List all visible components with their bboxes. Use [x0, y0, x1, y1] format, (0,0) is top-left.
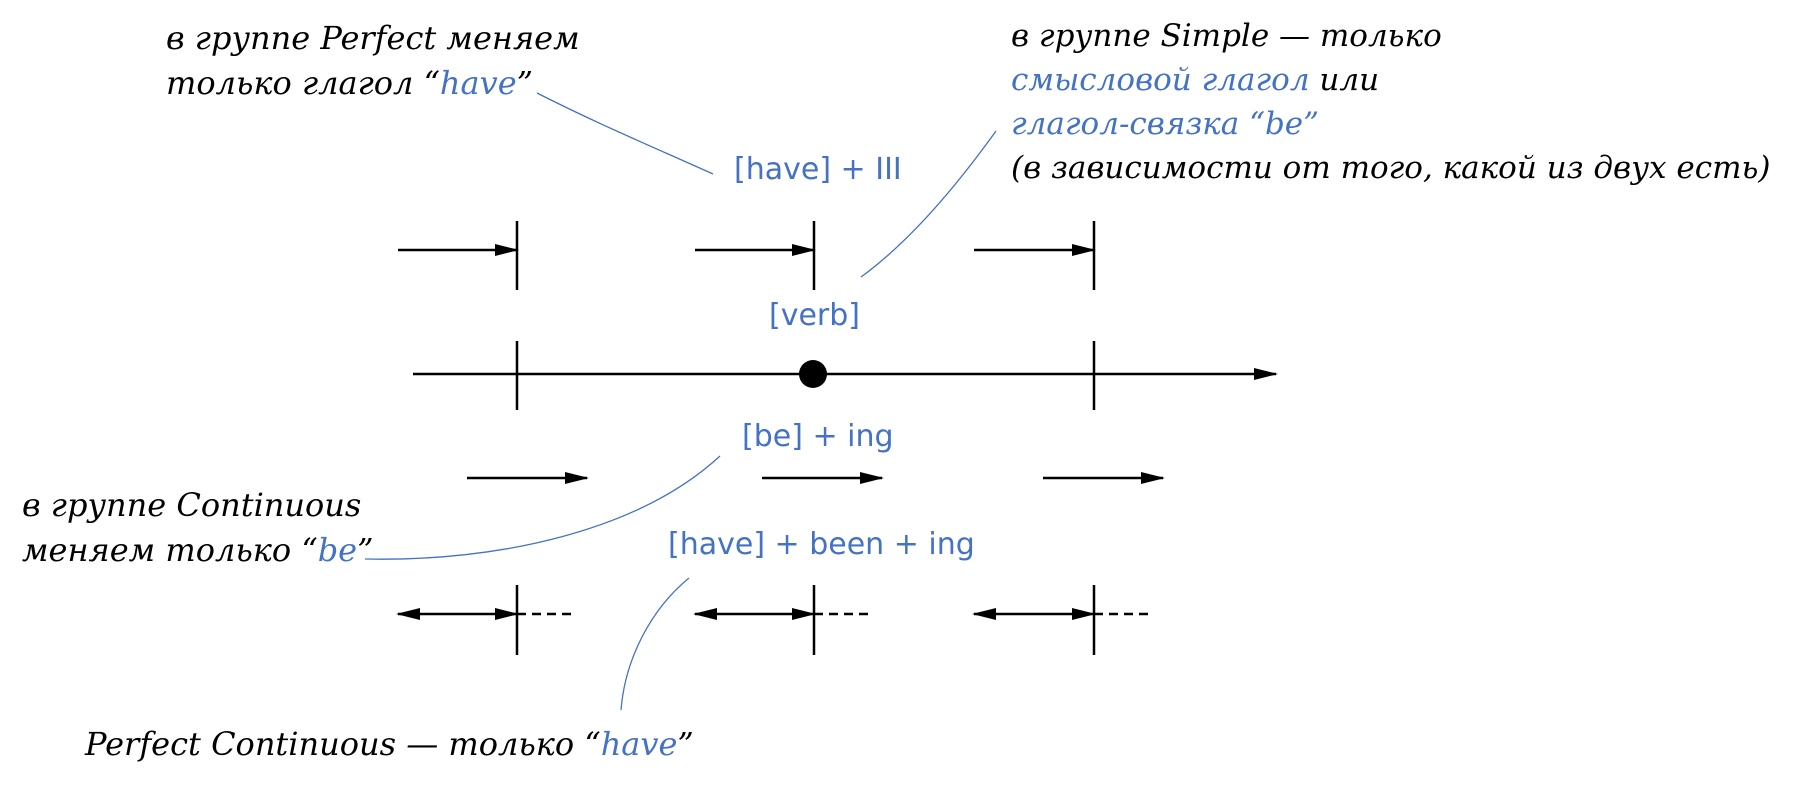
continuous-note-highlight: be [317, 531, 358, 569]
continuous-formula: [be] + ing [742, 419, 894, 454]
perfect-row [398, 221, 1096, 290]
pc-note-highlight: have [600, 725, 678, 763]
simple-note-highlight-verb: смысловой глагол [1011, 62, 1310, 98]
callout-connectors [364, 92, 997, 711]
perfect-continuous-callout-line [620, 577, 690, 711]
continuous-callout-line [364, 455, 721, 560]
perfect-note-text: только глагол “ [166, 64, 440, 102]
simple-note: в группе Simple — только смысловой глаго… [1011, 14, 1770, 190]
perfect-callout-line [536, 92, 714, 175]
continuous-note: в группе Continuous меняем только “be” [22, 483, 373, 573]
continuous-note-line1: в группе Continuous [22, 486, 362, 524]
perfect-continuous-row [396, 585, 1152, 655]
simple-note-or: или [1309, 62, 1380, 98]
perfect-note-line1: в группе Perfect меняем [166, 19, 580, 57]
perfect-continuous-note: Perfect Continuous — только “have” [85, 722, 694, 767]
continuous-note-line2: меняем только “be” [22, 528, 373, 573]
perfect-note-highlight: have [439, 64, 517, 102]
simple-note-line2: смысловой глагол или [1011, 58, 1770, 102]
perfect-note-line2: только глагол “have” [166, 61, 580, 106]
pc-note-text: Perfect Continuous — только “ [85, 725, 601, 763]
continuous-note-quote: ” [357, 531, 374, 569]
simple-callout-line [860, 130, 997, 278]
simple-formula: [verb] [769, 298, 860, 333]
timeline-dot-icon [799, 360, 827, 388]
perfect-note: в группе Perfect меняем только глагол “h… [166, 16, 580, 106]
simple-note-line1: в группе Simple — только [1011, 18, 1442, 54]
simple-note-line4: (в зависимости от того, какой из двух ес… [1011, 150, 1771, 186]
simple-note-line3: глагол-связка “be” [1011, 106, 1320, 142]
perfect-continuous-formula: [have] + been + ing [668, 527, 975, 562]
perfect-formula: [have] + III [734, 152, 902, 187]
continuous-note-text: меняем только “ [22, 531, 318, 569]
pc-note-quote: ” [677, 725, 694, 763]
main-timeline [413, 341, 1278, 410]
perfect-note-quote: ” [516, 64, 533, 102]
